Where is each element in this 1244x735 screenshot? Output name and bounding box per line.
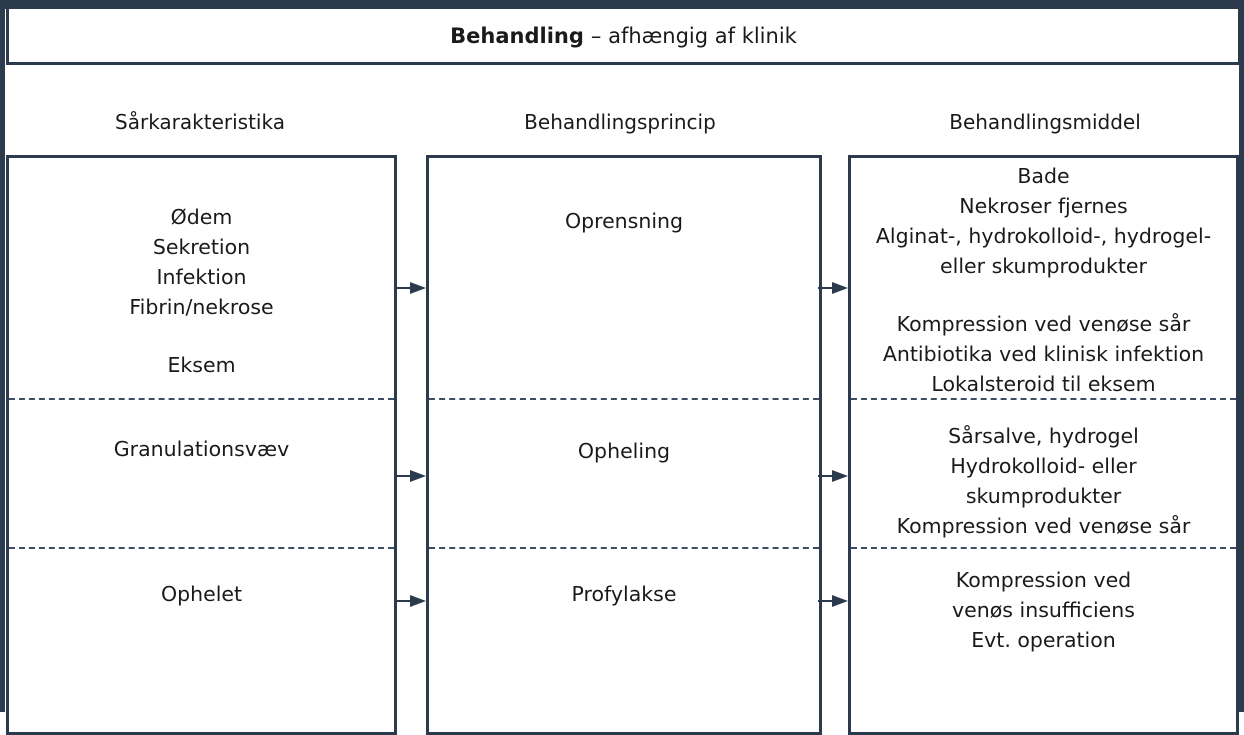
arrow-right-icon [396,470,426,482]
frame-top-border [0,0,1244,9]
means-item: Hydrokolloid- eller [950,454,1137,478]
row-divider [9,398,394,400]
characteristic-item: Granulationsvæv [113,437,290,461]
means-item: Lokalsteroid til eksem [931,372,1156,396]
arrow-right-icon [396,282,426,294]
characteristic-item: Infektion [156,265,247,289]
row-divider [429,547,819,549]
arrow-right-icon [818,282,848,294]
means-item: Nekroser fjernes [959,194,1128,218]
column-box-principle [426,155,822,735]
title-bold: Behandling [450,23,584,48]
row1-principle: Oprensning [429,206,819,236]
row-divider [429,398,819,400]
row3-principle: Profylakse [429,579,819,609]
row1-characteristics: Ødem Sekretion Infektion Fibrin/nekrose … [9,202,394,380]
row2-means: Sårsalve, hydrogel Hydrokolloid- eller s… [851,421,1236,541]
means-item: eller skumprodukter [940,254,1147,278]
principle-label: Profylakse [571,582,677,606]
row3-characteristics: Ophelet [9,579,394,609]
row2-characteristics: Granulationsvæv [9,434,394,464]
row1-means: Bade Nekroser fjernes Alginat-, hydrokol… [851,161,1236,399]
means-item: Kompression ved [955,568,1132,592]
means-item: Alginat-, hydrokolloid-, hydrogel- [875,224,1212,248]
header-principle: Behandlingsprincip [524,110,716,134]
characteristic-item: Eksem [167,353,236,377]
means-item: venøs insufficiens [952,598,1135,622]
row3-means: Kompression ved venøs insufficiens Evt. … [851,565,1236,655]
means-item: Antibiotika ved klinisk infektion [882,342,1205,366]
row-divider [9,547,394,549]
frame-right-border [1239,0,1244,712]
means-item: Sårsalve, hydrogel [948,424,1139,448]
principle-label: Opheling [577,439,671,463]
characteristic-item: Ophelet [160,582,243,606]
row-divider [851,398,1236,400]
arrow-right-icon [396,595,426,607]
characteristic-item: Fibrin/nekrose [129,295,274,319]
column-box-characteristics [6,155,397,735]
title-rest: – afhængig af klinik [590,23,797,48]
header-characteristics: Sårkarakteristika [115,110,285,134]
means-item: Bade [1017,164,1070,188]
means-item: Kompression ved venøse sår [896,312,1191,336]
means-item: Kompression ved venøse sår [896,514,1191,538]
principle-label: Oprensning [564,209,684,233]
row2-principle: Opheling [429,436,819,466]
arrow-right-icon [818,595,848,607]
characteristic-item: Sekretion [152,235,251,259]
row-divider [851,547,1236,549]
arrow-right-icon [818,470,848,482]
means-item: skumprodukter [965,484,1122,508]
title-banner: Behandling – afhængig af klinik [6,9,1241,65]
means-item: Evt. operation [971,628,1116,652]
frame-left-border [0,0,5,712]
header-means: Behandlingsmiddel [949,110,1141,134]
characteristic-item: Ødem [170,205,233,229]
